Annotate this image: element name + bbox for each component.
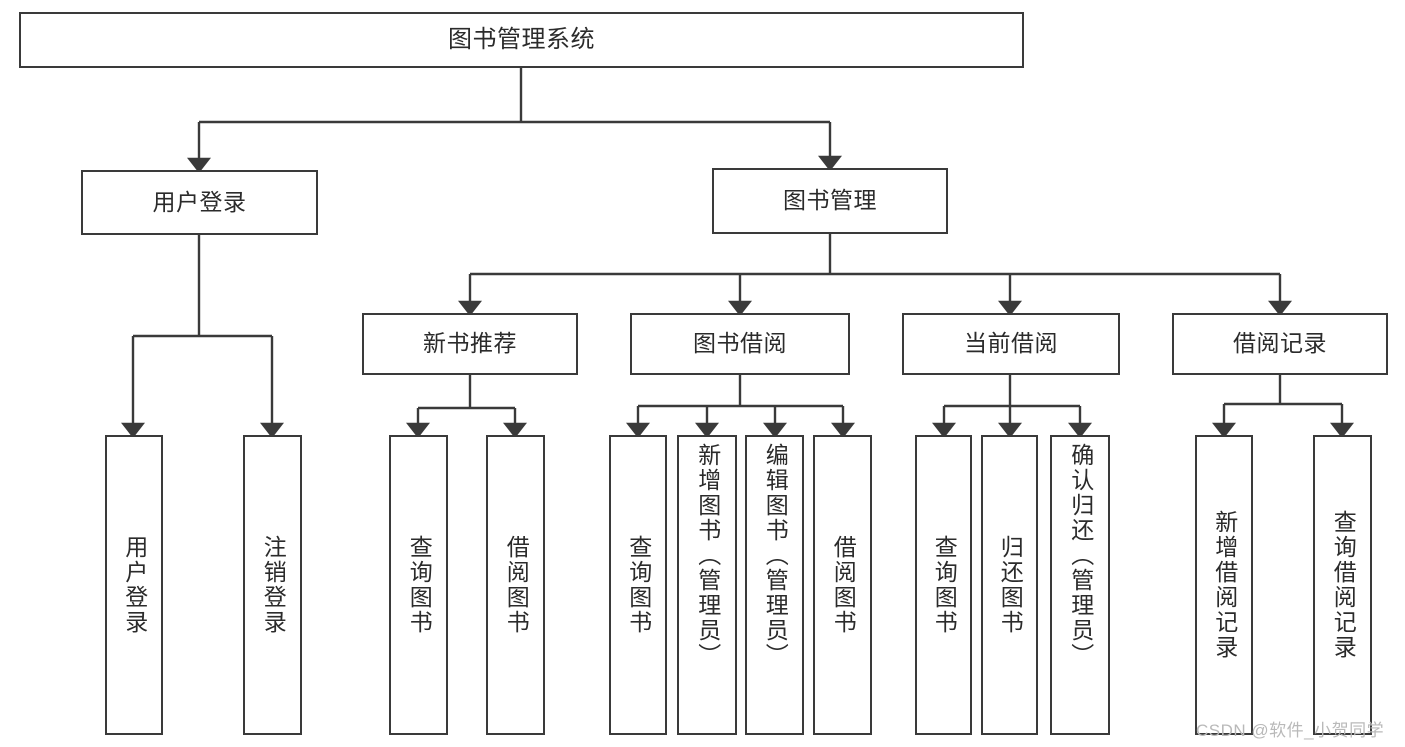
leaf-current-borrow-return-book[interactable]: 归还图书 <box>981 435 1038 735</box>
node-label: 用户登录 <box>152 188 247 215</box>
node-label: 归还图书 <box>997 535 1024 635</box>
node-borrow-record[interactable]: 借阅记录 <box>1172 313 1388 375</box>
node-label: 查询借阅记录 <box>1330 510 1357 660</box>
leaf-current-borrow-query-book[interactable]: 查询图书 <box>915 435 972 735</box>
leaf-new-book-query-book[interactable]: 查询图书 <box>389 435 448 735</box>
csdn-watermark: CSDN @软件_小贺同学 <box>1196 721 1385 740</box>
node-book-borrow[interactable]: 图书借阅 <box>630 313 850 375</box>
node-root-book-management-system[interactable]: 图书管理系统 <box>19 12 1024 68</box>
node-new-book-recommendation[interactable]: 新书推荐 <box>362 313 578 375</box>
node-label: 借阅记录 <box>1233 330 1327 357</box>
leaf-book-borrow-add-book-admin[interactable]: 新增图书（管理员） <box>677 435 737 735</box>
node-label: 图书借阅 <box>693 330 787 357</box>
node-label: 新增借阅记录 <box>1211 510 1238 660</box>
node-label: 借阅图书 <box>503 535 530 635</box>
leaf-borrow-record-add-record[interactable]: 新增借阅记录 <box>1195 435 1253 735</box>
leaf-current-borrow-confirm-return-admin[interactable]: 确认归还（管理员） <box>1050 435 1110 735</box>
leaf-book-borrow-query-book[interactable]: 查询图书 <box>609 435 667 735</box>
node-label: 查询图书 <box>406 535 433 635</box>
node-label: 编辑图书（管理员） <box>762 443 789 668</box>
node-label: 注销登录 <box>260 535 287 635</box>
node-label: 图书管理 <box>783 187 877 214</box>
node-label: 查询图书 <box>625 535 652 635</box>
leaf-borrow-record-query-record[interactable]: 查询借阅记录 <box>1313 435 1372 735</box>
node-label: 新书推荐 <box>423 330 517 357</box>
node-current-borrow[interactable]: 当前借阅 <box>902 313 1120 375</box>
leaf-book-borrow-borrow-book[interactable]: 借阅图书 <box>813 435 872 735</box>
node-label: 当前借阅 <box>964 330 1058 357</box>
leaf-user-login-login[interactable]: 用户登录 <box>105 435 163 735</box>
node-label: 借阅图书 <box>830 535 857 635</box>
node-user-login[interactable]: 用户登录 <box>81 170 318 235</box>
node-label: 确认归还（管理员） <box>1067 443 1094 668</box>
node-label: 图书管理系统 <box>448 25 595 53</box>
node-label: 用户登录 <box>121 535 148 635</box>
node-book-management[interactable]: 图书管理 <box>712 168 948 234</box>
leaf-user-login-logout[interactable]: 注销登录 <box>243 435 302 735</box>
node-label: 新增图书（管理员） <box>694 443 721 668</box>
leaf-book-borrow-edit-book-admin[interactable]: 编辑图书（管理员） <box>745 435 804 735</box>
leaf-new-book-borrow-book[interactable]: 借阅图书 <box>486 435 545 735</box>
node-label: 查询图书 <box>931 535 958 635</box>
